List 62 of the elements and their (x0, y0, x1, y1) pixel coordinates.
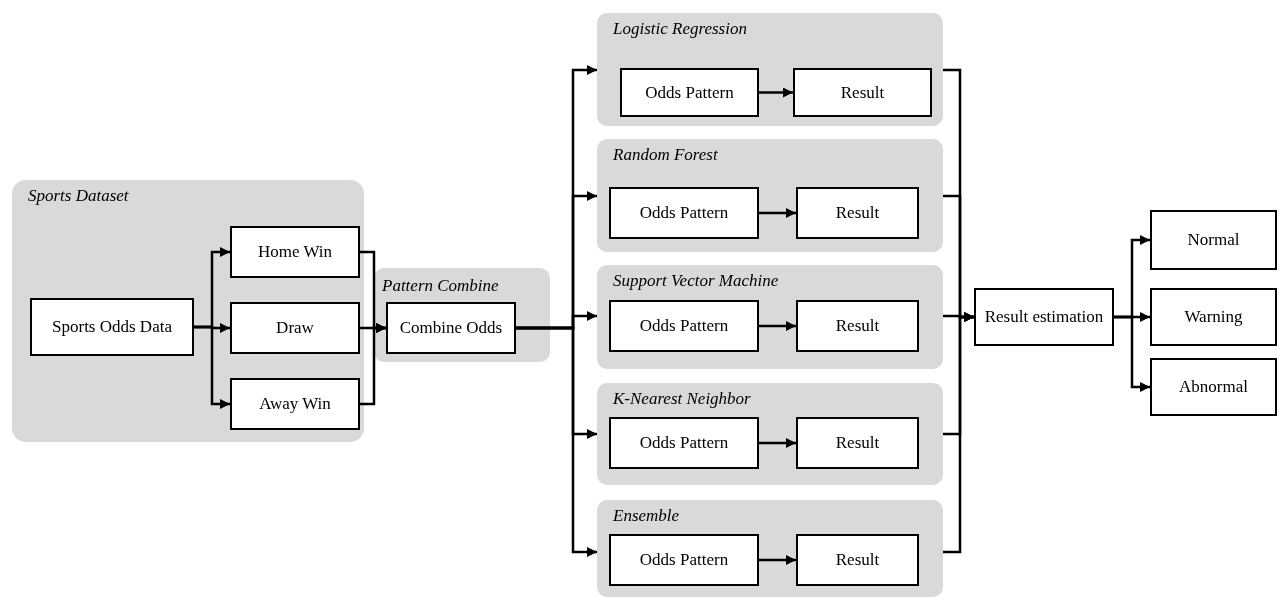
arrow (360, 323, 386, 406)
box-label: Result (835, 551, 880, 569)
process-box (796, 300, 919, 352)
group-panel (597, 13, 943, 126)
box-label: Warning (1184, 308, 1243, 326)
process-box (796, 187, 919, 239)
group-panel (12, 180, 364, 442)
group-heading: Logistic Regression (613, 19, 747, 39)
process-box (609, 534, 759, 586)
arrow (516, 326, 597, 557)
box-label: Result (835, 204, 880, 222)
box-label: Odds Pattern (639, 204, 729, 222)
box-label: Result (835, 434, 880, 452)
arrow (759, 87, 793, 98)
process-box (1150, 210, 1277, 270)
process-box (230, 302, 360, 354)
arrow (759, 321, 796, 331)
process-box (793, 68, 932, 117)
box-label: Result (840, 83, 885, 102)
group-heading: K-Nearest Neighbor (613, 389, 751, 409)
box-label: Odds Pattern (639, 434, 729, 452)
arrow (194, 325, 230, 409)
process-box (974, 288, 1114, 346)
group-heading: Sports Dataset (28, 186, 129, 206)
process-box (796, 534, 919, 586)
process-box (230, 226, 360, 278)
box-label: Result estimation (984, 308, 1104, 326)
box-label: Normal (1187, 231, 1240, 249)
box-label: Draw (276, 319, 314, 337)
arrow (759, 438, 796, 448)
process-box (609, 417, 759, 469)
process-box (609, 187, 759, 239)
process-box (796, 417, 919, 469)
group-panel (374, 268, 550, 362)
box-label: Away Win (259, 395, 331, 413)
process-box (609, 300, 759, 352)
group-panel (597, 139, 943, 252)
arrow (759, 555, 796, 565)
process-box (1150, 358, 1277, 416)
group-panel (597, 500, 943, 597)
box-label: Odds Pattern (639, 317, 729, 335)
group-heading: Ensemble (613, 506, 680, 526)
group-heading: Support Vector Machine (613, 271, 779, 291)
box-label: Sports Odds Data (52, 318, 172, 336)
box-label: Odds Pattern (639, 551, 729, 569)
box-label: Abnormal (1179, 378, 1248, 396)
group-panel (597, 383, 943, 485)
box-label: Combine Odds (399, 319, 503, 337)
group-heading: Pattern Combine (382, 276, 499, 296)
arrow (943, 312, 974, 554)
box-label: Result (835, 317, 880, 335)
process-box (30, 298, 194, 356)
process-box (620, 68, 759, 117)
box-label: Home Win (257, 243, 333, 261)
arrow (759, 208, 796, 218)
process-box (386, 302, 516, 354)
arrow (1114, 315, 1150, 392)
group-heading: Random Forest (613, 145, 718, 165)
box-label: Odds Pattern (645, 83, 734, 102)
process-box (230, 378, 360, 430)
group-panel (597, 265, 943, 369)
process-box (1150, 288, 1277, 346)
